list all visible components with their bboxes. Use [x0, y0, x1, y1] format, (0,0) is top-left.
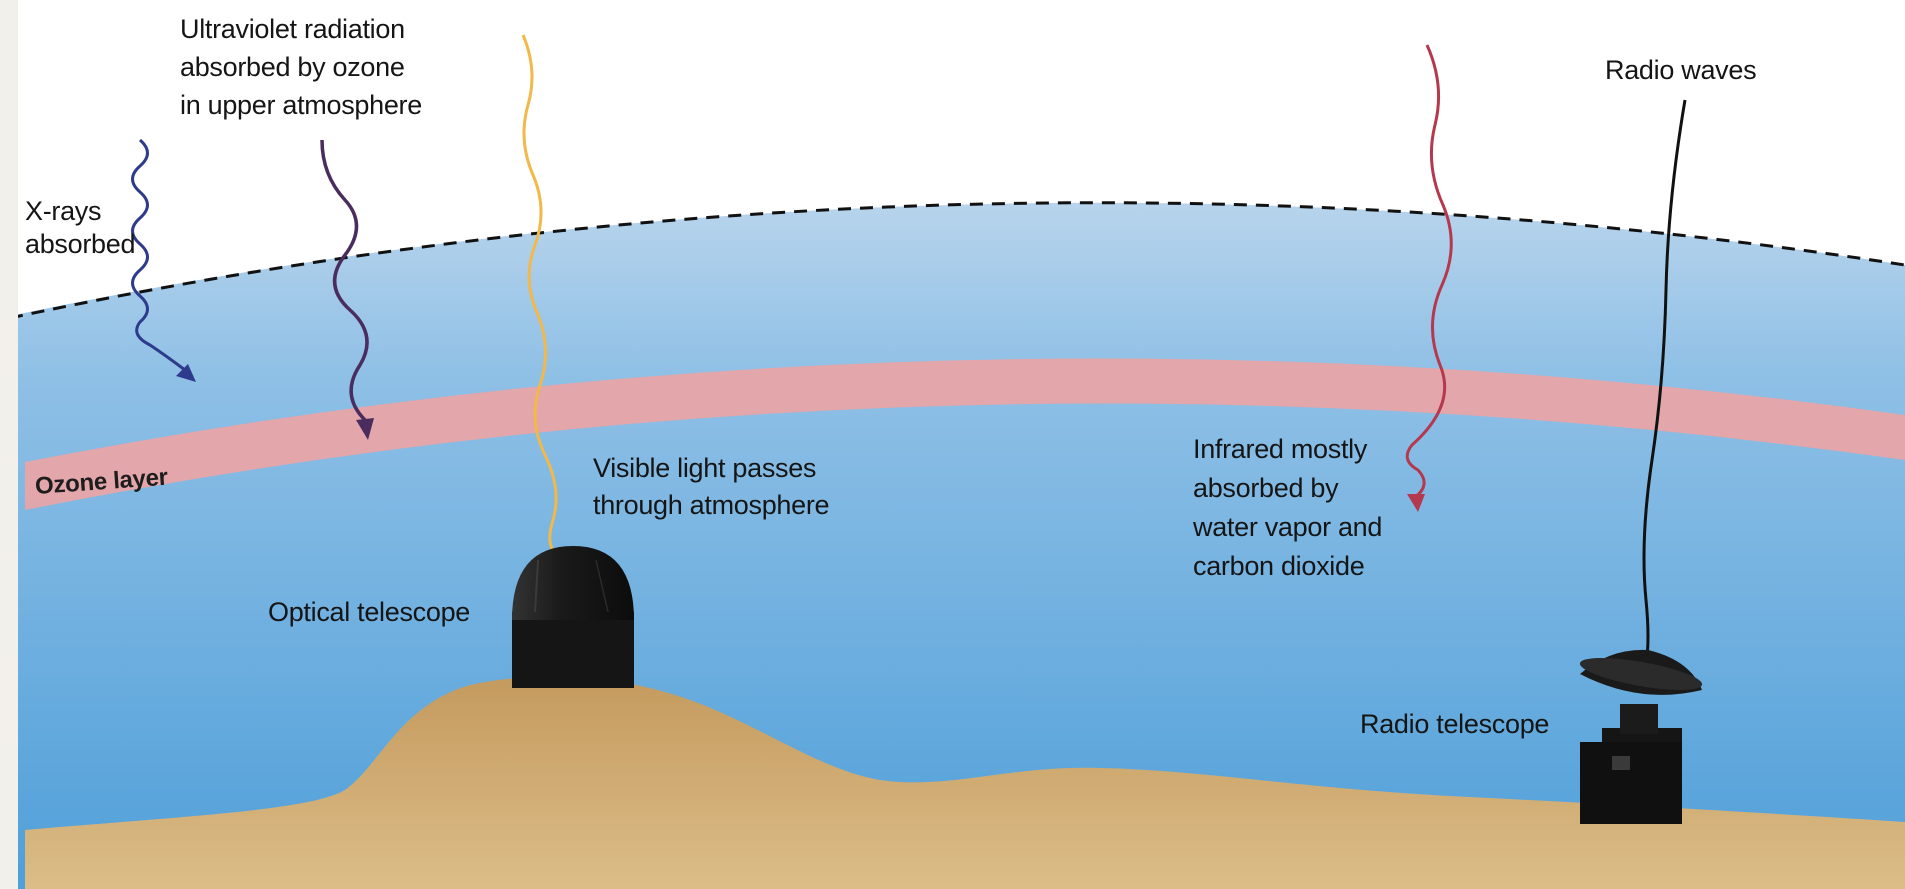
x-rays-label-line: absorbed — [25, 228, 135, 261]
x-rays-label-line: X-rays — [25, 195, 135, 228]
visible-light-label-line: Visible light passes — [593, 450, 829, 487]
optical-telescope-label: Optical telescope — [268, 596, 470, 629]
infrared-label-line: water vapor and — [1193, 508, 1382, 547]
radio-waves-label: Radio waves — [1605, 54, 1756, 87]
ultraviolet-label: Ultraviolet radiation absorbed by ozone … — [180, 10, 422, 124]
page-edge — [0, 0, 18, 889]
infrared-label-line: carbon dioxide — [1193, 547, 1382, 586]
ultraviolet-label-line: Ultraviolet radiation — [180, 10, 422, 48]
radio-telescope-label: Radio telescope — [1360, 708, 1549, 741]
ultraviolet-label-line: absorbed by ozone — [180, 48, 422, 86]
ultraviolet-label-line: in upper atmosphere — [180, 86, 422, 124]
infrared-label-line: Infrared mostly — [1193, 430, 1382, 469]
visible-light-label: Visible light passes through atmosphere — [593, 450, 829, 524]
visible-light-label-line: through atmosphere — [593, 487, 829, 524]
infrared-label-line: absorbed by — [1193, 469, 1382, 508]
infrared-label: Infrared mostly absorbed by water vapor … — [1193, 430, 1382, 586]
x-rays-label: X-rays absorbed — [25, 195, 135, 261]
optical-telescope — [512, 546, 634, 688]
